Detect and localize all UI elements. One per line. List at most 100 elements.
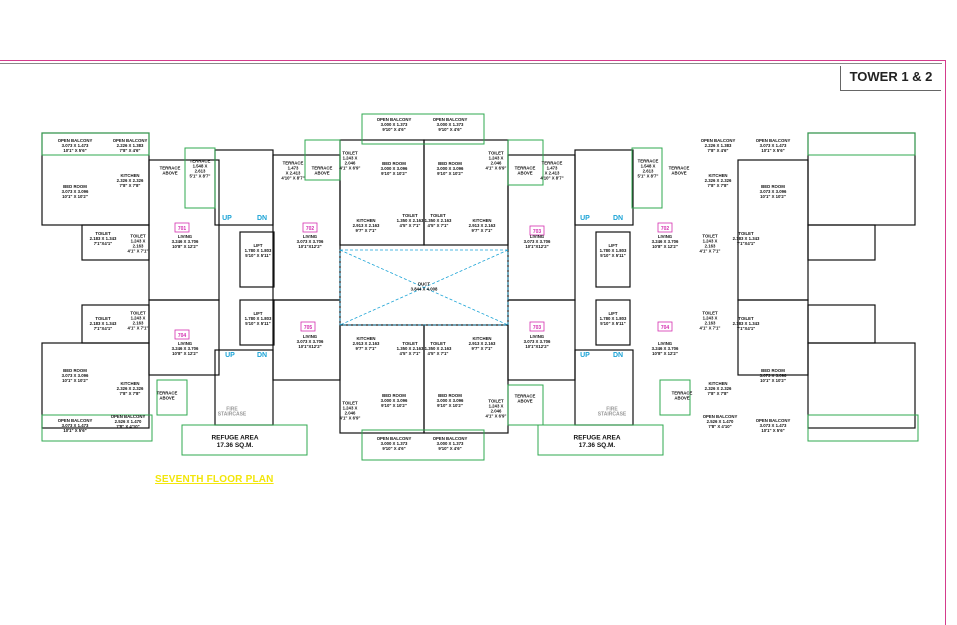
duct-diagonal-2 [339,249,509,326]
wall-right-lower-toilet [807,304,876,344]
wall-stair-core-right-top [574,149,634,226]
label-stair-down: DN [613,215,623,222]
flat-number-tag [174,222,190,233]
flat-number: 703 [533,325,542,331]
flat-number-tag [529,321,545,332]
flat-number: 704 [661,325,670,331]
terrace-right-bottom [659,379,691,416]
label-stair-down: DN [257,215,267,222]
flat-number-tag [174,329,190,340]
balcony-centre-bottom [361,429,485,461]
flat-number: 703 [533,229,542,235]
wall-lift-right-top [595,231,631,288]
refuge-area-right [537,424,664,456]
wall-unit-704r-living [737,299,809,376]
label-stair-up: UP [580,215,590,222]
duct-box [339,249,509,326]
flat-number: 704 [178,333,187,339]
title-block-line [0,63,942,64]
label-stair-up: UP [580,352,590,359]
balcony-left-top [41,132,150,156]
wall-centre-right-upper [423,139,509,246]
balcony-centre-top [361,113,485,145]
terrace-centre-left-top [304,139,341,181]
flat-number-tag [657,321,673,332]
flat-number-tag [300,321,316,332]
flat-number: 702 [306,226,315,232]
label-stair-up: UP [222,215,232,222]
sheet-border-top [0,60,945,61]
wall-right-upper-toilet [807,224,876,261]
balcony-right-top [807,132,916,156]
tower-label: TOWER 1 & 2 [840,66,941,91]
label-stair-down: DN [613,352,623,359]
plan-caption: SEVENTH FLOOR PLAN [155,474,274,485]
flat-number-tag [302,222,318,233]
wall-lift-left-top [239,231,275,288]
terrace-centre-right-bottom [507,384,544,426]
wall-unit-704-living [148,299,220,376]
wall-unit-701r-living [737,159,809,301]
label-stair-down: DN [257,352,267,359]
flat-number-tag [529,225,545,236]
flat-number: 702 [661,226,670,232]
flat-number: 705 [304,325,313,331]
